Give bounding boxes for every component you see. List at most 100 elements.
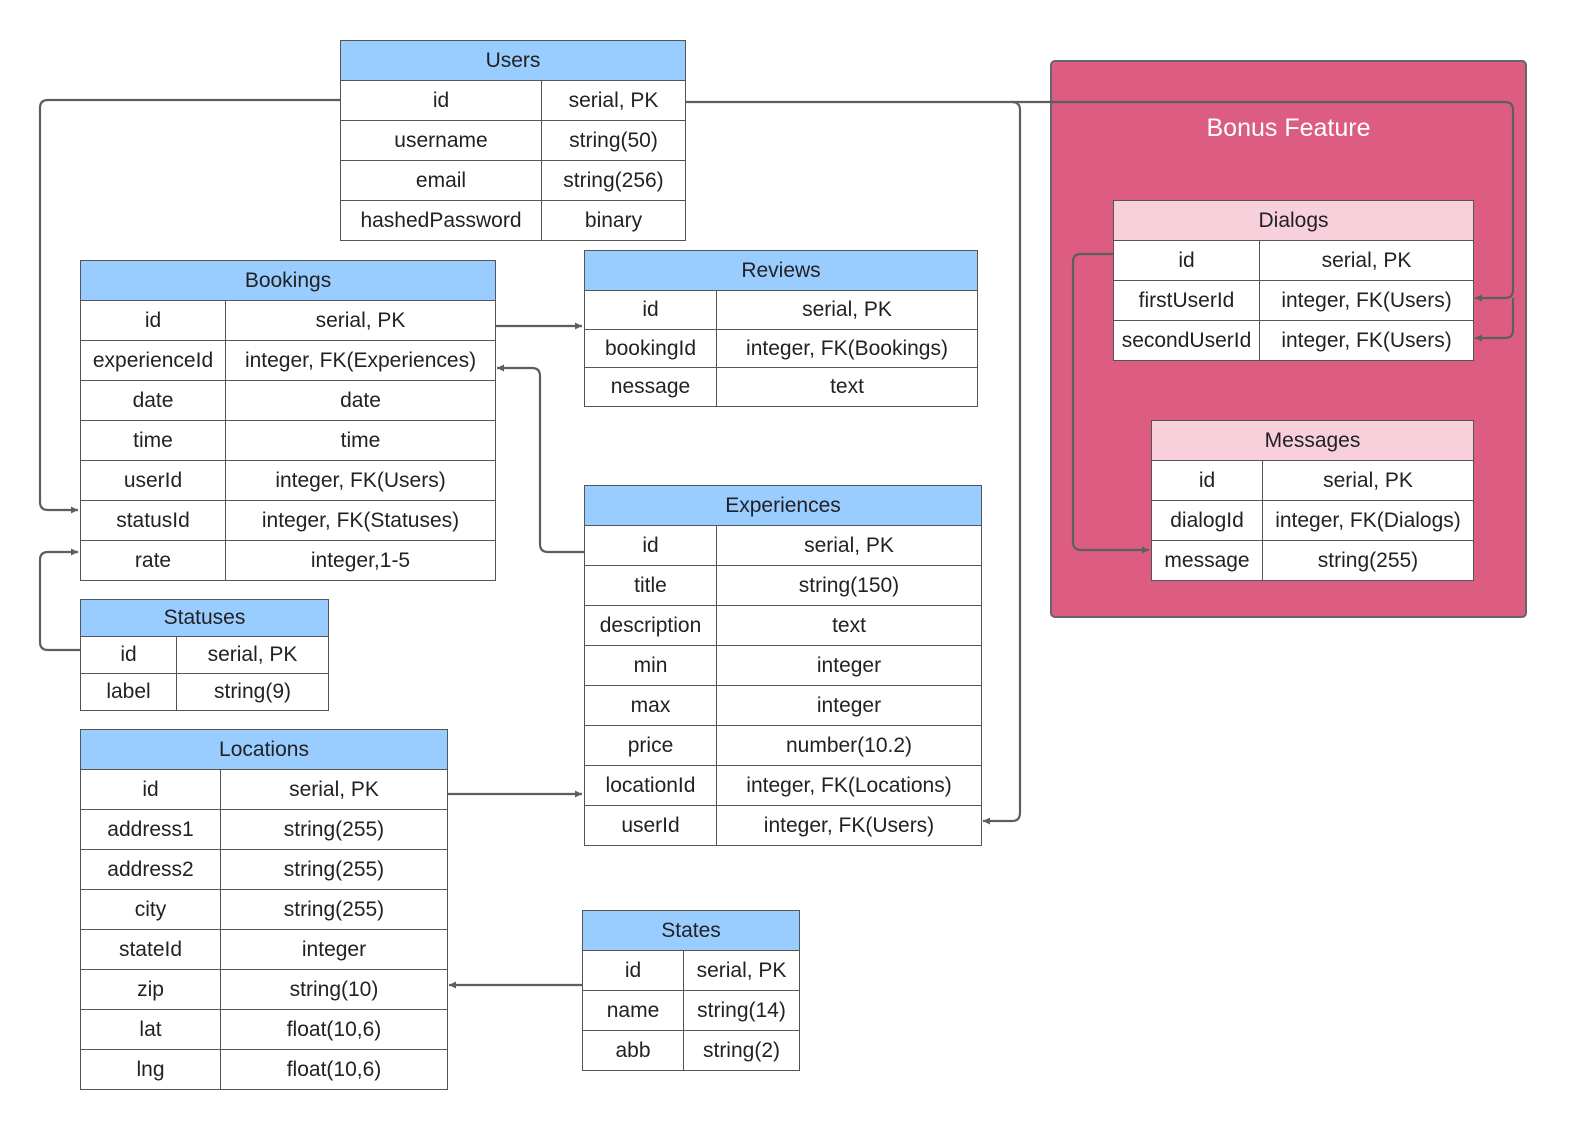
column-type: integer, FK(Users) (224, 460, 497, 501)
statuses-table-title: Statuses (80, 599, 329, 637)
column-type: serial, PK (716, 525, 982, 566)
column-name: address2 (80, 849, 221, 890)
column-name: email (340, 160, 542, 201)
column-type: integer, FK(Statuses) (224, 500, 497, 541)
column-name: id (1151, 460, 1263, 501)
locations-table-title: Locations (80, 729, 448, 770)
column-type: string(14) (682, 990, 801, 1031)
column-type: number(10.2) (716, 725, 982, 766)
column-name: id (584, 290, 717, 330)
column-type: binary (541, 200, 686, 241)
column-type: string(255) (220, 889, 448, 930)
column-name: hashedPassword (340, 200, 542, 241)
column-type: serial, PK (176, 636, 329, 674)
bonus-feature-title: Bonus Feature (1206, 114, 1371, 142)
messages-table-title: Messages (1151, 420, 1474, 461)
column-type: text (715, 367, 979, 407)
column-type: integer, FK(Users) (1258, 320, 1475, 361)
column-name: userId (80, 460, 226, 501)
column-name: id (340, 80, 542, 121)
column-type: integer, FK(Users) (1258, 280, 1475, 321)
column-type: serial, PK (224, 300, 497, 341)
column-name: city (80, 889, 221, 930)
column-name: id (582, 950, 684, 991)
column-name: experienceId (80, 340, 226, 381)
column-type: string(255) (220, 849, 448, 890)
column-type: integer, FK(Experiences) (224, 340, 497, 381)
column-name: username (340, 120, 542, 161)
column-name: secondUserId (1113, 320, 1260, 361)
experiences-table-title: Experiences (584, 485, 982, 526)
column-name: id (80, 300, 226, 341)
column-type: integer, FK(Locations) (716, 765, 982, 806)
column-type: string(150) (716, 565, 982, 606)
column-name: description (584, 605, 717, 646)
column-type: string(255) (220, 809, 448, 850)
column-name: id (80, 769, 221, 810)
column-name: rate (80, 540, 226, 581)
column-type: serial, PK (1262, 460, 1474, 501)
column-name: name (582, 990, 684, 1031)
column-type: string(2) (682, 1030, 801, 1071)
column-name: id (584, 525, 717, 566)
states-table-title: States (581, 910, 801, 951)
column-type: serial, PK (220, 769, 448, 810)
column-name: dialogId (1151, 500, 1263, 541)
column-name: nessage (584, 367, 717, 407)
column-type: string(10) (220, 969, 448, 1010)
column-type: serial, PK (715, 290, 979, 330)
column-name: id (80, 636, 177, 674)
bookings-table-title: Bookings (79, 260, 497, 301)
column-type: integer,1-5 (224, 540, 497, 581)
column-type: integer (220, 929, 448, 970)
connector-statuses-to-bookings (38, 548, 80, 652)
column-name: userId (584, 805, 717, 846)
column-type: float(10,6) (220, 1049, 448, 1090)
column-name: lng (80, 1049, 221, 1090)
column-name: zip (80, 969, 221, 1010)
column-name: bookingId (584, 329, 717, 368)
column-type: string(9) (176, 673, 329, 711)
column-type: integer, FK(Bookings) (715, 329, 979, 368)
column-type: integer, FK(Dialogs) (1262, 500, 1474, 541)
column-type: string(256) (541, 160, 686, 201)
column-name: label (80, 673, 177, 711)
column-type: integer (716, 685, 982, 726)
column-name: date (80, 380, 226, 421)
